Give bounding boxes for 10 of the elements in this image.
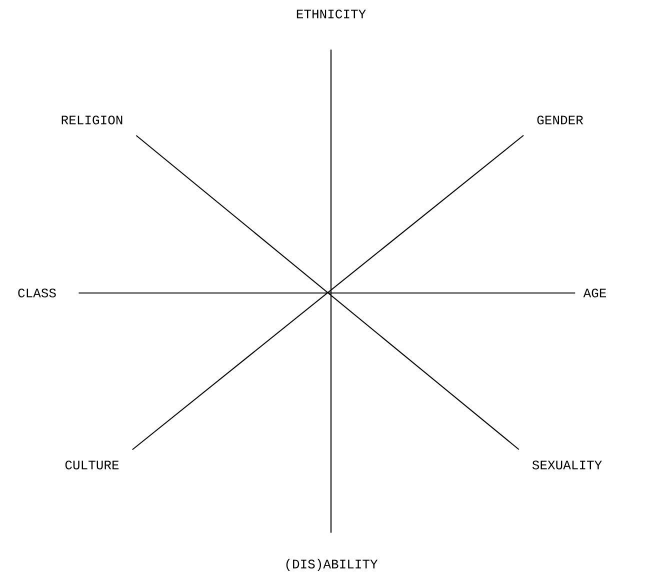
axis-label: ETHNICITY [296,10,366,18]
axis-line [78,292,576,294]
axis-label: AGE [583,288,606,298]
axis-label: (DIS)ABILITY [286,558,378,572]
axis-label: CULTURE [65,460,119,470]
axis-line [330,50,332,533]
axis-label: SEXUALITY [532,460,602,470]
axis-label: RELIGION [62,116,122,124]
axis-label: GENDER [537,116,584,124]
axis-label: CLASS [18,288,56,298]
